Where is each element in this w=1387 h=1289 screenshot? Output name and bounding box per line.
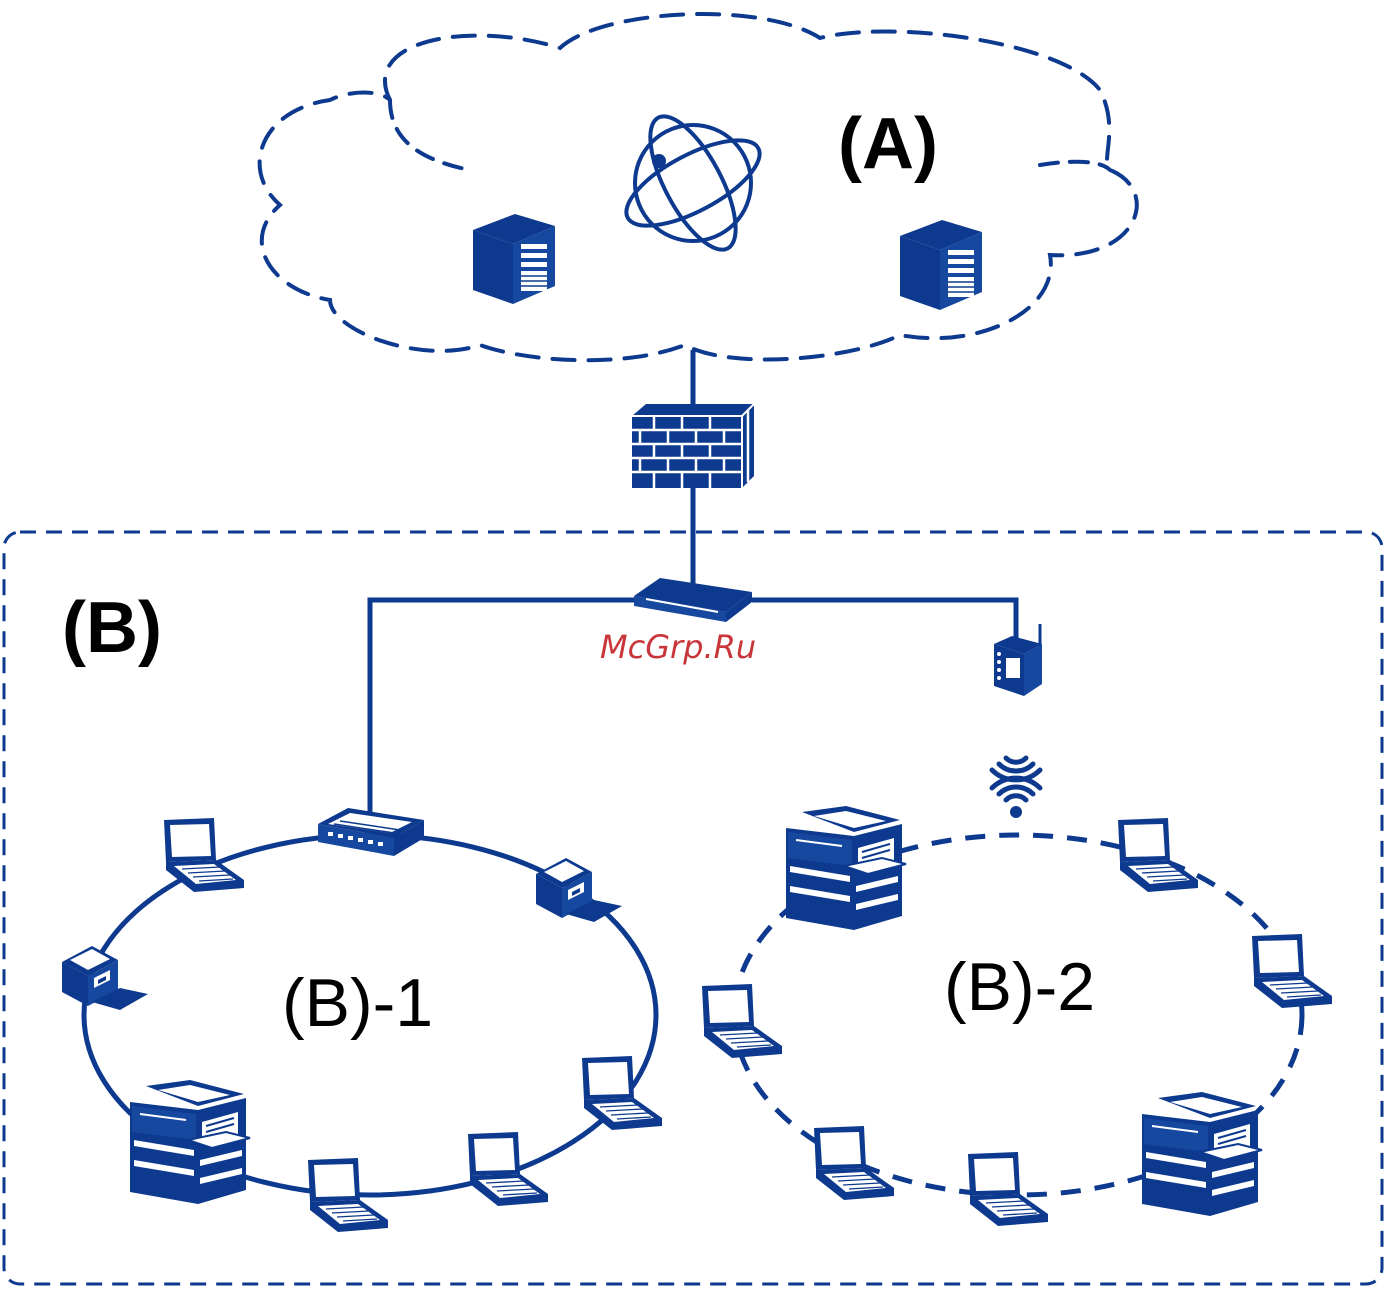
internet-cloud xyxy=(260,14,1137,360)
scanner-icon xyxy=(62,946,148,1010)
scanner-icon xyxy=(536,858,622,922)
laptop-icon xyxy=(814,1126,894,1200)
laptop-icon xyxy=(702,984,782,1058)
printer-icon xyxy=(786,806,906,930)
server-icon xyxy=(900,220,982,310)
printer-icon xyxy=(1142,1092,1262,1216)
firewall-icon xyxy=(632,404,754,488)
lan-label: (B) xyxy=(62,588,162,668)
watermark: McGrp.Ru xyxy=(600,628,756,666)
router-icon xyxy=(634,578,752,622)
laptop-icon xyxy=(582,1056,662,1130)
internet-label: (A) xyxy=(838,104,938,184)
laptop-icon xyxy=(468,1132,548,1206)
printer-icon xyxy=(130,1080,250,1204)
laptop-icon xyxy=(1252,934,1332,1008)
switch-icon xyxy=(318,808,424,856)
globe-icon xyxy=(615,105,772,262)
laptop-icon xyxy=(1118,818,1198,892)
wireless-segment-label: (B)-2 xyxy=(944,949,1095,1025)
wired-segment-label: (B)-1 xyxy=(282,965,433,1041)
laptop-icon xyxy=(968,1152,1048,1226)
wifi-signal-icon xyxy=(992,778,1040,818)
server-icon xyxy=(473,214,555,304)
